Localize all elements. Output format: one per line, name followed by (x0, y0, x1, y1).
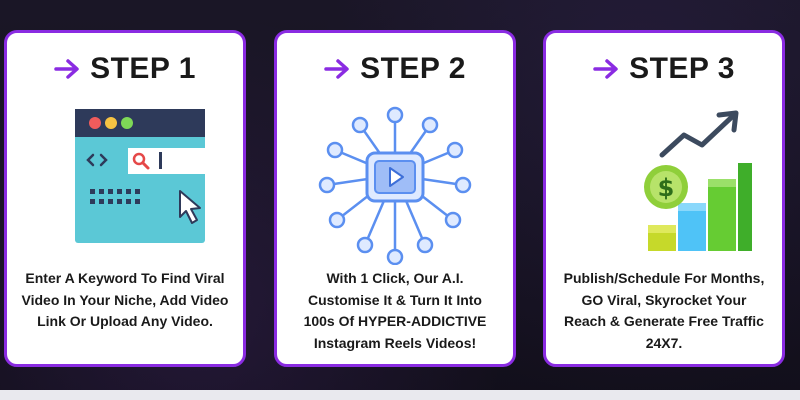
step-title-1: STEP 1 (90, 52, 196, 85)
step-description-3: Publish/Schedule For Months, GO Viral, S… (563, 270, 765, 351)
arrow-right-icon (593, 59, 618, 79)
step-description-2: With 1 Click, Our A.I. Customise It & Tu… (303, 270, 487, 351)
step-card-1: STEP 1 Enter A Keyword To Find Vira (4, 30, 246, 367)
step-heading-2: STEP 2 (277, 49, 513, 89)
step-card-2: STEP 2 (274, 30, 516, 367)
step-heading-1: STEP 1 (7, 49, 243, 89)
step-description-1: Enter A Keyword To Find Viral Video In Y… (21, 270, 229, 329)
step-title-2: STEP 2 (360, 52, 466, 85)
ai-network-play-icon (318, 106, 472, 265)
bottom-bar (0, 390, 800, 400)
arrow-right-icon (324, 59, 349, 79)
step-title-3: STEP 3 (629, 52, 735, 85)
arrow-right-icon (54, 59, 79, 79)
svg-text:$: $ (658, 174, 675, 202)
money-growth-chart-icon: $ (644, 110, 752, 251)
step-card-3: STEP 3 $ Publish/Schedule For Months, GO… (543, 30, 785, 367)
step-heading-3: STEP 3 (546, 49, 782, 89)
browser-search-icon (75, 109, 215, 243)
